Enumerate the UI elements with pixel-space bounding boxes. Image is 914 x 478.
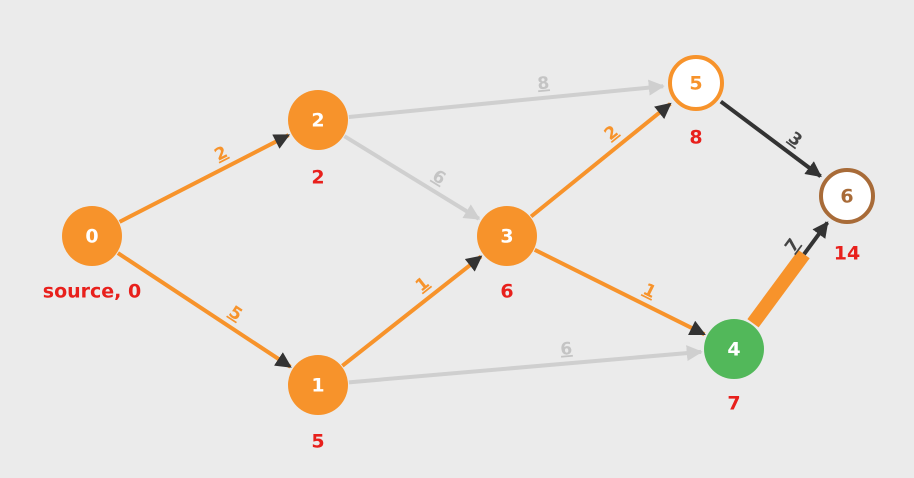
edge-weight-1-4: 6 <box>560 339 574 360</box>
node-1[interactable]: 1 <box>288 355 348 415</box>
node-circle <box>62 206 122 266</box>
edge-2-3 <box>343 134 481 221</box>
distance-label-6: 14 <box>834 243 860 265</box>
distance-label-2: 2 <box>311 167 324 189</box>
node-circle <box>819 168 875 224</box>
edge-weight-2-3: 6 <box>428 166 449 189</box>
edge-line <box>116 251 292 369</box>
node-5[interactable]: 5 <box>668 55 724 111</box>
node-circle <box>477 206 537 266</box>
node-circle <box>288 90 348 150</box>
edge-weight-1-3: 1 <box>412 273 434 296</box>
node-4[interactable]: 4 <box>704 319 764 379</box>
nodes-layer: 0 1 2 3 4 5 6 <box>62 55 875 415</box>
edges-layer <box>116 79 830 385</box>
edge-line <box>529 102 672 219</box>
edge-4-6 <box>747 221 830 328</box>
edge-0-2 <box>118 133 291 224</box>
edge-line <box>719 99 822 178</box>
edge-line <box>802 221 830 256</box>
edge-3-4 <box>533 248 706 337</box>
edge-line <box>341 254 483 368</box>
edge-2-5 <box>348 79 665 119</box>
edge-progress-bar <box>747 249 810 328</box>
distance-label-3: 6 <box>500 281 513 303</box>
node-circle <box>704 319 764 379</box>
edge-line <box>533 248 706 337</box>
edge-1-3 <box>341 254 483 368</box>
edge-weight-2-5: 8 <box>537 73 551 94</box>
edge-weight-0-2: 2 <box>211 142 231 165</box>
edge-3-5 <box>529 102 672 219</box>
node-6[interactable]: 6 <box>819 168 875 224</box>
node-circle <box>668 55 724 111</box>
edge-weight-0-1: 5 <box>225 302 246 325</box>
distance-label-0: source, 0 <box>43 281 141 303</box>
node-label: 6 <box>840 186 853 208</box>
edge-weight-3-5: 2 <box>601 122 623 145</box>
node-label: 1 <box>311 375 324 397</box>
node-label: 3 <box>500 226 513 248</box>
distance-label-5: 8 <box>689 127 702 149</box>
edge-line <box>118 133 291 224</box>
edge-5-6 <box>719 99 822 178</box>
node-label: 2 <box>311 110 324 132</box>
node-3[interactable]: 3 <box>477 206 537 266</box>
edge-1-4 <box>348 345 703 385</box>
edge-weight-5-6: 3 <box>784 128 805 151</box>
distance-label-4: 7 <box>727 393 740 415</box>
edge-0-1 <box>116 251 292 369</box>
node-label: 5 <box>689 73 702 95</box>
distance-label-1: 5 <box>311 431 324 453</box>
node-label: 0 <box>85 226 98 248</box>
edge-line <box>343 134 481 221</box>
node-circle <box>288 355 348 415</box>
node-2[interactable]: 2 <box>288 90 348 150</box>
edge-line <box>348 345 703 385</box>
node-0[interactable]: 0 <box>62 206 122 266</box>
node-label: 4 <box>727 339 740 361</box>
edge-line <box>348 79 665 119</box>
edge-weight-3-4: 1 <box>640 280 660 303</box>
